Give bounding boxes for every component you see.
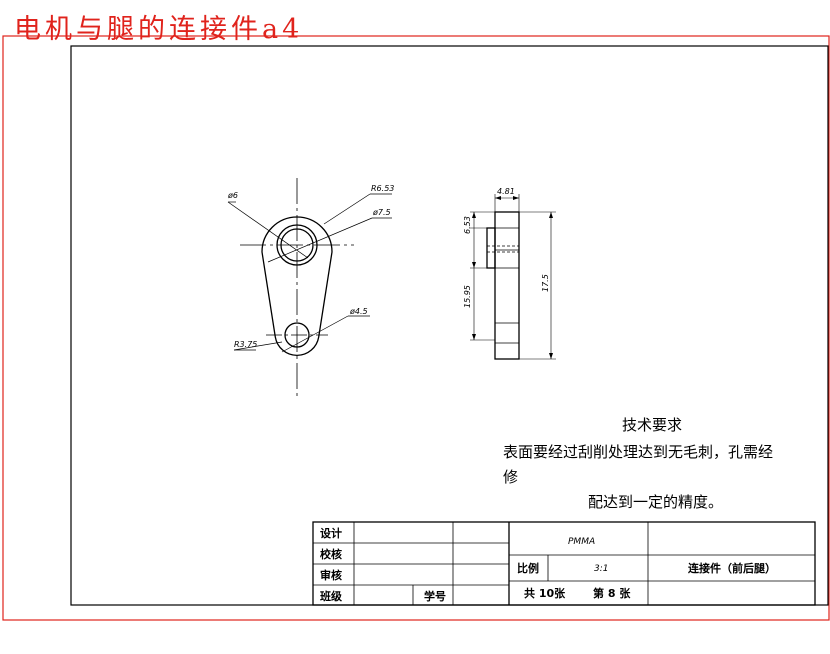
leader-outer-radius xyxy=(323,193,371,225)
arrow-thickness-right xyxy=(513,196,519,200)
tb-material: PMMA xyxy=(568,537,595,547)
tb-check-label: 校核 xyxy=(320,547,342,561)
dim-bottom-radius: R3.75 xyxy=(234,340,257,349)
tb-scale-label: 比例 xyxy=(517,561,539,575)
arrow-total-top xyxy=(549,212,553,218)
side-arrowheads xyxy=(472,196,553,359)
dim-outer-radius: R6.53 xyxy=(371,184,394,193)
leader-hole-large xyxy=(267,217,373,263)
top-hole-outer xyxy=(276,224,318,266)
top-hole-inner xyxy=(280,228,314,262)
tb-class-label: 班级 xyxy=(320,589,343,603)
tb-scale-value: 3:1 xyxy=(594,564,608,574)
arrow-total-bottom xyxy=(549,353,553,359)
tb-part-name: 连接件（前后腿） xyxy=(688,561,776,575)
arrow-lower-bottom xyxy=(472,334,476,340)
dim-step-height: 6.53 xyxy=(463,216,472,234)
tb-sheet-no: 第 8 张 xyxy=(593,586,631,600)
title-block xyxy=(312,521,816,606)
title-block-border xyxy=(312,521,816,606)
side-body xyxy=(494,211,520,360)
front-view xyxy=(227,178,392,397)
leader-hole-bottom xyxy=(281,315,349,353)
leader-hole-small xyxy=(227,201,309,259)
tech-req-heading: 技术要求 xyxy=(622,416,682,434)
dim-hole-small: ø6 xyxy=(227,191,238,200)
arrow-thickness-left xyxy=(495,196,501,200)
inner-frame xyxy=(70,45,829,606)
arrow-step-top xyxy=(472,212,476,218)
tech-req-line1: 表面要经过刮削处理达到无毛刺，孔需经 xyxy=(503,443,773,461)
tb-student-no-label: 学号 xyxy=(424,589,446,603)
dim-thickness: 4.81 xyxy=(497,187,515,196)
leader-bottom-radius xyxy=(233,341,283,351)
tb-design-label: 设计 xyxy=(320,526,342,540)
side-boss xyxy=(486,227,496,269)
page-title: 电机与腿的连接件a4 xyxy=(14,14,304,45)
dim-hole-large: ø7.5 xyxy=(372,208,391,217)
arrow-step-bottom xyxy=(472,262,476,268)
tech-req-line2: 修 xyxy=(503,468,518,486)
tech-req-line3: 配达到一定的精度。 xyxy=(588,493,723,511)
bottom-hole xyxy=(284,322,310,348)
dim-hole-bottom: ø4.5 xyxy=(349,307,368,316)
dim-lower-height: 15.95 xyxy=(463,285,472,308)
dim-total-height: 17.5 xyxy=(541,274,550,292)
outer-border xyxy=(2,35,830,621)
tb-sheet-total: 共 10张 xyxy=(524,586,566,600)
part-outline xyxy=(261,216,333,357)
tb-review-label: 审核 xyxy=(320,568,342,582)
